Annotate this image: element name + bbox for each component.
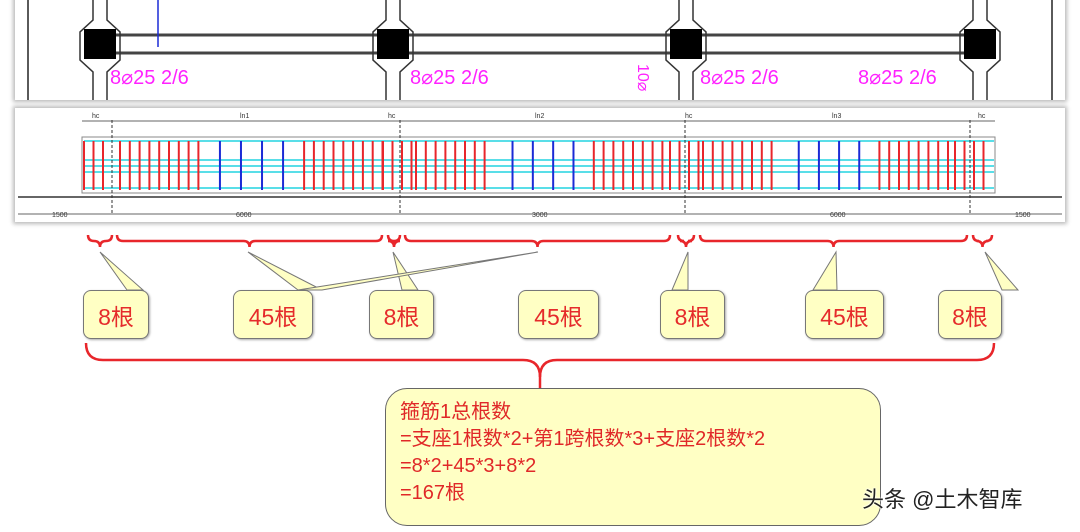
bottom-dim: 1500 <box>52 212 68 219</box>
vertical-rebar-label: 10⌀ <box>634 64 651 92</box>
callout-span-3: 45根 <box>805 290 884 339</box>
callout-pointer <box>812 250 838 291</box>
callout-pointer <box>984 251 1020 291</box>
brace <box>676 234 696 248</box>
top-label: ln1 <box>240 113 249 120</box>
brace <box>403 234 672 248</box>
top-label: hc <box>978 113 986 120</box>
brace <box>115 234 384 248</box>
brace <box>84 342 996 378</box>
callout-pointer <box>297 251 539 291</box>
column-outline <box>372 0 414 100</box>
column-outline <box>79 0 121 100</box>
top-label: ln3 <box>832 113 841 120</box>
formula-box: 箍筋1总根数 =支座1根数*2+第1跨根数*3+支座2根数*2 =8*2+45*… <box>385 388 881 526</box>
top-label: hc <box>685 113 693 120</box>
rebar-label-3: 8⌀25 2/6 <box>700 67 779 89</box>
callout-pointer <box>671 251 689 291</box>
callout-pointer <box>247 251 323 291</box>
callout-support-3: 8根 <box>660 290 725 339</box>
column-outline <box>959 0 1001 100</box>
top-label: hc <box>92 113 100 120</box>
bottom-dim: 6000 <box>830 212 846 219</box>
rebar-label-1: 8⌀25 2/6 <box>110 67 189 89</box>
brace <box>698 234 969 248</box>
top-label: hc <box>388 113 396 120</box>
brace <box>86 234 114 248</box>
callout-support-1: 8根 <box>83 290 149 339</box>
callout-support-2: 8根 <box>369 290 434 339</box>
callout-pointer <box>99 251 145 291</box>
column <box>377 29 409 59</box>
formula-line: =支座1根数*2+第1跨根数*3+支座2根数*2 <box>400 428 766 450</box>
formula-line: 箍筋1总根数 <box>400 401 512 423</box>
bottom-dim: 1500 <box>1015 212 1031 219</box>
plan-view-panel <box>15 0 1065 100</box>
rebar-label-4: 8⌀25 2/6 <box>858 67 937 89</box>
rebar-label-2: 8⌀25 2/6 <box>410 67 489 89</box>
callout-span-1: 45根 <box>233 290 313 339</box>
top-label: ln2 <box>535 113 544 120</box>
formula-line: =167根 <box>400 482 466 504</box>
bottom-dim: 6000 <box>236 212 252 219</box>
braces <box>84 234 1020 388</box>
callout-support-4: 8根 <box>938 290 1002 339</box>
callout-span-2: 45根 <box>518 290 599 339</box>
callout-pointer <box>392 251 419 291</box>
column-outline <box>665 0 707 100</box>
formula-line: =8*2+45*3+8*2 <box>400 455 537 477</box>
brace <box>386 234 402 248</box>
beam-outline <box>81 136 996 194</box>
bottom-dim: 3000 <box>532 212 548 219</box>
column <box>670 29 702 59</box>
watermark: 头条 @土木智库 <box>862 487 1023 512</box>
column <box>964 29 996 59</box>
column <box>84 29 116 59</box>
elevation-view <box>18 120 1062 215</box>
plan-view <box>27 0 1053 100</box>
brace <box>971 234 994 248</box>
